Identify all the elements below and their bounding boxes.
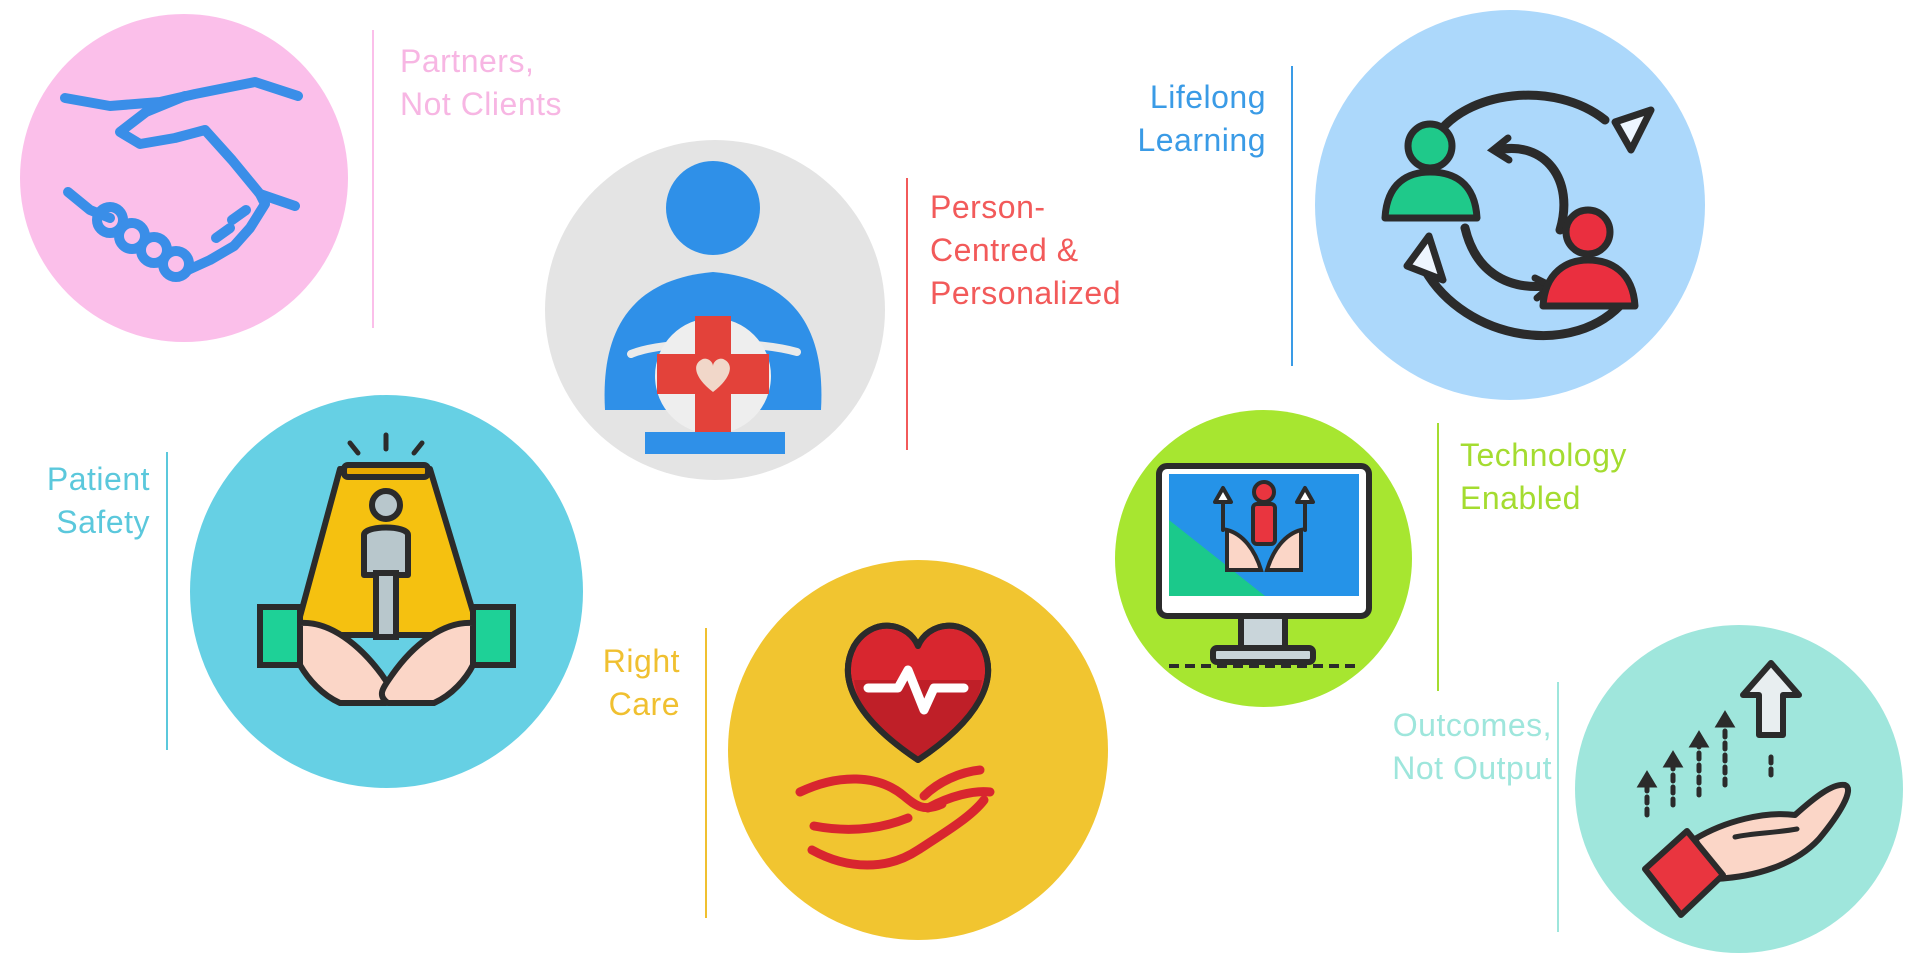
technology-label-line-2: Enabled [1460, 480, 1581, 516]
person-label-line-1: Person- [930, 189, 1046, 225]
partners-label: Partners, Not Clients [400, 40, 562, 126]
lifelong-label-line-1: Lifelong [1149, 79, 1266, 115]
protected-person-hands-icon [257, 432, 516, 706]
heart-hand-icon [795, 622, 995, 870]
outcomes-label: Outcomes, Not Output [1320, 704, 1552, 790]
safety-label-line-2: Safety [56, 504, 150, 540]
safety-circle [190, 395, 583, 788]
partners-label-line-1: Partners, [400, 43, 535, 79]
lifelong-divider [1291, 66, 1293, 366]
handshake-icon [60, 77, 303, 282]
rightcare-label: Right Care [560, 640, 680, 726]
outcomes-divider [1557, 682, 1559, 932]
partners-label-line-2: Not Clients [400, 86, 562, 122]
person-divider [906, 178, 908, 450]
monitor-growth-icon [1156, 463, 1372, 668]
lifelong-label-line-2: Learning [1137, 122, 1266, 158]
person-label-line-3: Personalized [930, 275, 1121, 311]
outcomes-label-line-2: Not Output [1392, 750, 1552, 786]
safety-label-line-1: Patient [46, 461, 150, 497]
partners-divider [372, 30, 374, 328]
outcomes-label-line-1: Outcomes, [1392, 707, 1552, 743]
partners-circle [20, 14, 348, 342]
rightcare-label-line-2: Care [608, 686, 680, 722]
outcomes-circle [1575, 625, 1903, 953]
person-circle [545, 140, 885, 480]
technology-divider [1437, 423, 1439, 691]
rightcare-circle [728, 560, 1108, 940]
person-label-line-2: Centred & [930, 232, 1079, 268]
rightcare-label-line-1: Right [602, 643, 680, 679]
person-heart-cross-icon [604, 161, 822, 454]
lifelong-circle [1315, 10, 1705, 400]
technology-label: Technology Enabled [1460, 434, 1627, 520]
safety-label: Patient Safety [20, 458, 150, 544]
exchange-people-icon [1381, 90, 1655, 341]
person-label: Person- Centred & Personalized [930, 186, 1121, 315]
technology-circle [1115, 410, 1412, 707]
growth-hand-icon [1636, 660, 1852, 918]
safety-divider [166, 452, 168, 750]
rightcare-divider [705, 628, 707, 918]
lifelong-label: Lifelong Learning [1090, 76, 1266, 162]
technology-label-line-1: Technology [1460, 437, 1627, 473]
